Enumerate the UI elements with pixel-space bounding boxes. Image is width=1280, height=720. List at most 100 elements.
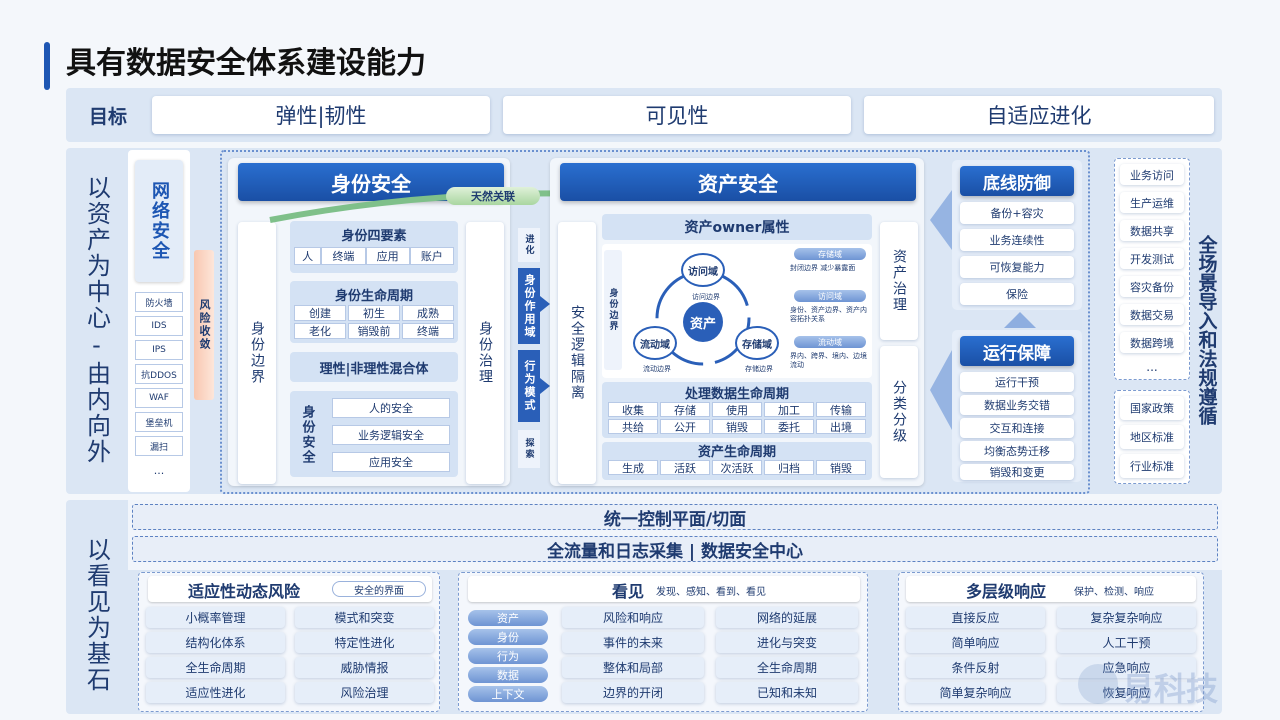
asset-owner-title: 资产owner属性 — [602, 214, 872, 240]
asset-governance: 资产治理 — [880, 222, 918, 340]
seeing-tag: 发现、感知、看到、看见 — [656, 587, 766, 598]
response-item: 直接反应 — [906, 607, 1045, 628]
operation-item: 均衡态势迁移 — [960, 441, 1074, 461]
access-domain-caption: 访问边界 — [692, 293, 720, 301]
access-domain-node: 访问域 — [681, 253, 725, 287]
network-items: 防火墙 IDS IPS 抗DDOS WAF 堡垒机 漏扫 ... — [135, 292, 183, 480]
adaptive-title: 适应性动态风险 — [188, 582, 301, 601]
response-item: 应急响应 — [1057, 657, 1196, 678]
response-title: 多层级响应 — [966, 582, 1047, 601]
seeing-item: 进化与突变 — [716, 632, 858, 653]
baseline-title: 底线防御 — [960, 166, 1074, 196]
seeing-item: 事件的未来 — [562, 632, 704, 653]
compliance-label: 全场景导入和法规遵循 — [1195, 235, 1218, 425]
network-item: ... — [153, 463, 165, 477]
response-tag: 保护、检测、响应 — [1074, 587, 1154, 598]
identity-security-label: 身份安全 — [299, 405, 315, 465]
processing-item: 共给 — [608, 419, 658, 434]
arrow-up-icon — [1004, 312, 1036, 328]
arrow-left-icon — [930, 350, 952, 430]
asset-id-boundary: 身份边界 — [604, 250, 622, 370]
adaptive-item: 风险治理 — [295, 682, 434, 703]
asset-lifecycle-grid: 生成 活跃 次活跃 归档 销毁 — [608, 460, 866, 475]
left-label-asset-center: 以资产为中心-由内向外 — [82, 175, 111, 465]
goal-adaptive: 自适应进化 — [864, 96, 1214, 134]
baseline-item: 保险 — [960, 283, 1074, 305]
asset-center: 资产 — [683, 302, 723, 342]
data-center-bar: 全流量和日志采集 | 数据安全中心 — [132, 536, 1218, 562]
identity-governance: 身份治理 — [466, 222, 504, 484]
response-item: 复杂复杂响应 — [1057, 607, 1196, 628]
processing-item: 使用 — [712, 402, 762, 417]
page-title: 具有数据安全体系建设能力 — [66, 46, 426, 81]
goal-resilience: 弹性|韧性 — [152, 96, 490, 134]
side-arrows — [930, 190, 952, 430]
storage-domain-node: 存储域 — [735, 326, 779, 360]
response-item: 简单复杂响应 — [906, 682, 1045, 703]
scenario-item: 生产运维 — [1120, 192, 1184, 213]
risk-convergence-arrow: 风险收敛 — [194, 250, 214, 400]
bridge-label: 天然关联 — [446, 187, 540, 205]
operation-item: 数据业务交错 — [960, 395, 1074, 415]
processing-item: 收集 — [608, 402, 658, 417]
response-item: 恢复响应 — [1057, 682, 1196, 703]
response-item: 简单响应 — [906, 632, 1045, 653]
seeing-header — [468, 576, 860, 602]
seeing-pills: 资产 身份 行为 数据 上下文 — [468, 610, 548, 702]
seeing-pill: 行为 — [468, 648, 548, 664]
up-arrow — [1004, 312, 1036, 328]
identity-security-item: 人的安全 — [332, 398, 450, 418]
network-item: 防火墙 — [135, 292, 183, 312]
network-item: 堡垒机 — [135, 412, 183, 432]
policy-item: 国家政策 — [1120, 396, 1184, 420]
identity-boundary: 身份边界 — [238, 222, 276, 484]
note-tag: 流动域 — [794, 336, 866, 348]
identity-lifecycle-item: 终端 — [402, 323, 454, 339]
evolve-label: 进化 — [518, 228, 540, 262]
network-security-title: 网络安全 — [135, 160, 183, 282]
processing-item: 公开 — [660, 419, 710, 434]
baseline-item: 可恢复能力 — [960, 256, 1074, 278]
scenario-item: 数据跨境 — [1120, 332, 1184, 353]
asset-life-item: 活跃 — [660, 460, 710, 475]
baseline-item: 备份+容灾 — [960, 202, 1074, 224]
adaptive-tag: 安全的界面 — [332, 581, 426, 597]
identity-security-item: 业务逻辑安全 — [332, 425, 450, 445]
operation-item: 销毁和变更 — [960, 464, 1074, 480]
processing-item: 销毁 — [712, 419, 762, 434]
asset-life-item: 销毁 — [816, 460, 866, 475]
scenario-item: 数据共享 — [1120, 220, 1184, 241]
seeing-item: 网络的延展 — [716, 607, 858, 628]
note-text: 界内、跨界、境内、边境流动 — [790, 352, 867, 369]
identity-element: 账户 — [409, 247, 454, 265]
processing-item: 传输 — [816, 402, 866, 417]
response-item: 人工干预 — [1057, 632, 1196, 653]
scenario-item: 开发测试 — [1120, 248, 1184, 269]
identity-elements-title: 身份四要素 — [341, 228, 407, 244]
adaptive-item: 威胁情报 — [295, 657, 434, 678]
identity-element: 人 — [294, 247, 322, 265]
control-plane-bar: 统一控制平面/切面 — [132, 504, 1218, 530]
identity-lifecycle-grid: 创建 初生 成熟 老化 销毁前 终端 — [294, 305, 454, 339]
policy-item: 行业标准 — [1120, 454, 1184, 478]
network-item: 漏扫 — [135, 436, 183, 456]
processing-item: 出境 — [816, 419, 866, 434]
seeing-pill: 上下文 — [468, 686, 548, 702]
identity-elements-row: 人 终端 应用 账户 — [294, 247, 454, 265]
watermark-logo-icon — [1078, 664, 1118, 704]
identity-hybrid: 理性|非理性混合体 — [290, 352, 458, 382]
flow-domain-caption: 流动边界 — [643, 365, 671, 373]
seeing-pill: 资产 — [468, 610, 548, 626]
seeing-item: 整体和局部 — [562, 657, 704, 678]
identity-lifecycle-item: 初生 — [348, 305, 400, 321]
adaptive-item: 全生命周期 — [146, 657, 285, 678]
identity-lifecycle-title: 身份生命周期 — [334, 288, 413, 304]
baseline-item: 业务连续性 — [960, 229, 1074, 251]
identity-lifecycle-item: 成熟 — [402, 305, 454, 321]
response-header — [906, 576, 1196, 602]
left-label-visibility: 以看见为基石 — [82, 537, 111, 693]
response-item: 条件反射 — [906, 657, 1045, 678]
policy-item: 地区标准 — [1120, 425, 1184, 449]
adaptive-item: 特定性进化 — [295, 632, 434, 653]
operation-item: 运行干预 — [960, 372, 1074, 392]
